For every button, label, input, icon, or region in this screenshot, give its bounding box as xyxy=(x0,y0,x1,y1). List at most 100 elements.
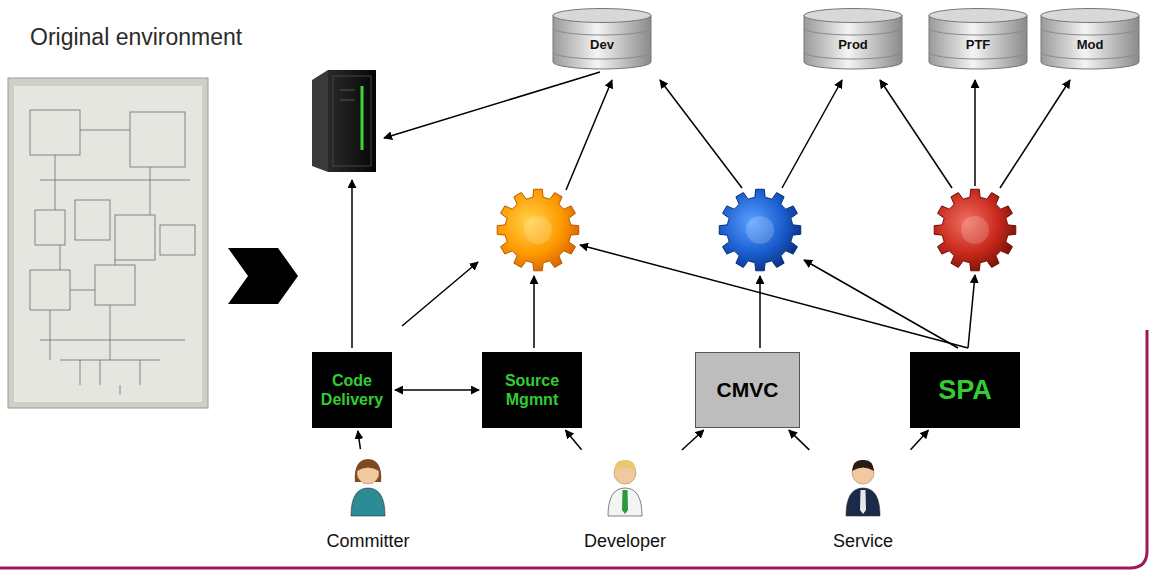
cylinder-body xyxy=(804,15,902,69)
database-cylinder: Prod xyxy=(803,8,903,70)
wire-arrow xyxy=(759,276,761,348)
person-figure xyxy=(808,452,918,518)
person-body xyxy=(351,488,385,516)
wire-arrow xyxy=(974,80,976,186)
server-side xyxy=(312,70,328,172)
cylinder-top xyxy=(804,9,902,23)
connector-arrow xyxy=(789,430,809,450)
server-light xyxy=(361,86,364,150)
cylinder-band xyxy=(929,28,1027,35)
chevron xyxy=(228,248,298,304)
cylinder-body xyxy=(1041,15,1139,69)
gears xyxy=(497,189,1016,271)
wire-arrow xyxy=(402,262,478,326)
person-figure xyxy=(313,452,423,518)
person-hair xyxy=(852,460,874,471)
connector-arrow xyxy=(565,430,581,449)
person-icon: Service xyxy=(808,452,918,552)
frame-line xyxy=(0,330,1147,568)
wire-arrow xyxy=(351,180,353,348)
gear-body xyxy=(934,189,1016,271)
database-cylinder: Mod xyxy=(1040,8,1140,70)
connector-arrow xyxy=(358,431,361,449)
sketch-box xyxy=(115,215,155,260)
gear-hub xyxy=(524,216,552,244)
wire-arrow xyxy=(566,80,612,190)
gear-icon xyxy=(719,189,801,271)
sketch-lines xyxy=(40,130,190,395)
sketch-box xyxy=(30,110,80,155)
node-label: Developer xyxy=(584,531,666,552)
person-tie xyxy=(622,490,628,514)
wire-arrow xyxy=(880,80,952,188)
server-slot xyxy=(340,90,355,91)
sketch-box xyxy=(30,270,70,310)
cylinder-band xyxy=(1041,52,1139,59)
gear-hub xyxy=(961,216,989,244)
server-icon xyxy=(312,70,376,172)
person-hair xyxy=(614,460,636,471)
connector-arrow xyxy=(682,430,704,450)
gear-body xyxy=(497,189,579,271)
server-panel xyxy=(333,76,371,166)
connector-arrow xyxy=(911,430,929,450)
system-box: Code Delivery xyxy=(312,352,392,428)
node-label: Dev xyxy=(590,37,614,52)
person-body xyxy=(846,488,880,516)
sketch-box xyxy=(95,265,135,305)
gear-icon xyxy=(497,189,579,271)
server-slot xyxy=(340,100,355,101)
title: Original environment xyxy=(30,24,242,51)
person-figure xyxy=(570,452,680,518)
node-label: Committer xyxy=(326,531,409,552)
whiteboard-frame xyxy=(8,78,208,408)
cylinder-body xyxy=(553,15,651,69)
node-label: Mod xyxy=(1077,37,1104,52)
wires xyxy=(352,72,1070,348)
wire-arrow xyxy=(660,80,742,188)
node-label: Code Delivery xyxy=(316,371,388,409)
wire-arrow xyxy=(782,80,842,188)
node-label: Source Mgmnt xyxy=(486,371,578,409)
person-tie xyxy=(860,490,866,514)
node-label: Prod xyxy=(838,37,868,52)
cylinder-body xyxy=(929,15,1027,69)
node-label: CMVC xyxy=(717,377,779,402)
wire-arrow xyxy=(1000,80,1070,188)
wire-arrow xyxy=(384,72,600,138)
cylinder-top xyxy=(1041,9,1139,23)
person-icon: Developer xyxy=(570,452,680,552)
cylinder-band xyxy=(1041,28,1139,35)
person-icon: Committer xyxy=(313,452,423,552)
wire-arrow xyxy=(533,276,535,348)
database-cylinder: Dev xyxy=(552,8,652,70)
sketch-box xyxy=(130,112,185,167)
wire-arrow xyxy=(580,245,968,348)
gear-body xyxy=(719,189,801,271)
sketch-box xyxy=(160,225,195,255)
gear-hub xyxy=(746,216,774,244)
cylinder-top xyxy=(929,9,1027,23)
gear-icon xyxy=(934,189,1016,271)
database-cylinder: PTF xyxy=(928,8,1028,70)
connector-arrow xyxy=(395,389,479,391)
system-box: Source Mgmnt xyxy=(482,352,582,428)
cylinder-band xyxy=(804,28,902,35)
system-box: SPA xyxy=(910,352,1020,428)
sketch-box xyxy=(35,210,65,245)
sketch-box xyxy=(75,200,110,240)
wire-arrow xyxy=(968,275,975,348)
whiteboard-sketch xyxy=(30,110,195,395)
system-box: CMVC xyxy=(695,352,800,428)
whiteboard-photo xyxy=(8,78,208,408)
cylinder-band xyxy=(929,52,1027,59)
node-label: Service xyxy=(833,531,893,552)
person-hair xyxy=(357,460,379,471)
cylinder-band xyxy=(804,52,902,59)
cylinder-top xyxy=(553,9,651,23)
server-front xyxy=(328,70,376,172)
person-body xyxy=(608,488,642,516)
wire-arrow xyxy=(804,260,958,348)
